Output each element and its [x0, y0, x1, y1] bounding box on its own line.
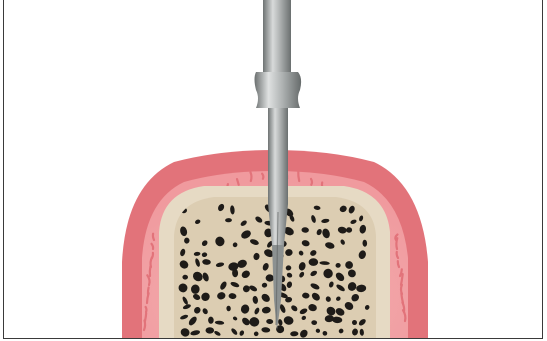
gum-fringe-mark — [148, 288, 149, 295]
gum-fringe-mark — [146, 307, 147, 312]
gum-fringe-mark — [145, 313, 146, 321]
gum-fringe-mark — [298, 171, 299, 182]
drill-illustration — [4, 0, 543, 339]
drill-upper-shaft — [263, 0, 291, 72]
gum-fringe-mark — [398, 261, 399, 267]
bone-pore — [205, 327, 214, 333]
illustration-frame — [3, 0, 543, 339]
gum-fringe-mark — [396, 238, 397, 249]
drill-lower-shaft — [268, 108, 288, 204]
gum-fringe-mark — [311, 179, 312, 185]
gum-fringe-mark — [152, 253, 153, 258]
gum-fringe-mark — [262, 174, 263, 179]
gum-fringe-mark — [153, 234, 154, 240]
drill-collar — [255, 72, 302, 108]
gum-fringe-mark — [251, 172, 252, 181]
